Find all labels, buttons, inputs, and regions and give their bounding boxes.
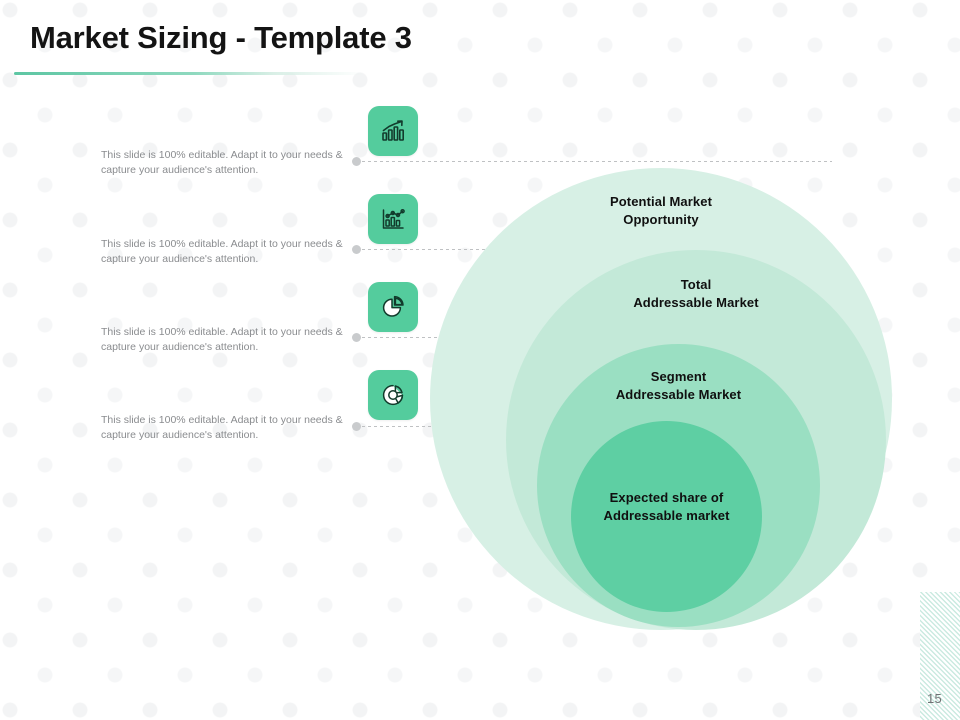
ring-expected-share-of-addressable-market: Expected share of Addressable market [571, 421, 762, 612]
connector-dash-1 [362, 161, 832, 162]
ring-label-1: Potential Market Opportunity [430, 193, 892, 229]
bar-chart-scatter-icon [379, 205, 407, 233]
icon-tile-1[interactable] [368, 106, 418, 156]
note-text-2: This slide is 100% editable. Adapt it to… [101, 238, 343, 265]
ring-label-3: Segment Addressable Market [537, 368, 820, 404]
connector-dot-4 [352, 422, 361, 431]
note-text-3: This slide is 100% editable. Adapt it to… [101, 326, 343, 353]
page-title: Market Sizing - Template 3 [30, 20, 412, 55]
ring-label-3-line2: Addressable Market [615, 387, 742, 402]
note-text-1: This slide is 100% editable. Adapt it to… [101, 149, 343, 176]
connector-dot-2 [352, 245, 361, 254]
title-block: Market Sizing - Template 3 [30, 18, 730, 58]
ring-label-4-line2: Addressable market [603, 508, 730, 523]
title-underline-rule [14, 72, 514, 75]
ring-label-2-line2: Addressable Market [633, 295, 759, 310]
icon-tile-3[interactable] [368, 282, 418, 332]
connector-dash-3 [362, 337, 832, 338]
bar-chart-growth-icon [379, 117, 407, 145]
pie-chart-exploded-icon [379, 293, 407, 321]
ring-label-2: Total Addressable Market [506, 276, 886, 312]
ring-label-1-line2: Opportunity [623, 212, 699, 227]
icon-tile-4[interactable] [368, 370, 418, 420]
page-number: 15 [926, 691, 942, 706]
connector-line-2 [352, 245, 832, 254]
ring-total-addressable-market: Total Addressable Market [506, 250, 886, 630]
ring-segment-addressable-market: Segment Addressable Market [537, 344, 820, 627]
ring-label-1-line1: Potential Market [609, 194, 712, 209]
icon-tile-2[interactable] [368, 194, 418, 244]
connector-line-1 [352, 157, 832, 166]
connector-dot-3 [352, 333, 361, 342]
ring-label-2-line1: Total [680, 277, 712, 292]
corner-stripe-decoration [920, 592, 960, 720]
ring-label-3-line1: Segment [650, 369, 707, 384]
connector-dash-2 [362, 249, 832, 250]
connector-line-4 [352, 422, 832, 431]
connector-dash-4 [362, 426, 832, 427]
donut-chart-icon [379, 381, 407, 409]
note-text-4: This slide is 100% editable. Adapt it to… [101, 414, 343, 441]
ring-label-4-line1: Expected share of [609, 490, 724, 505]
ring-potential-market-opportunity: Potential Market Opportunity [430, 168, 892, 630]
connector-line-3 [352, 333, 832, 342]
connector-dot-1 [352, 157, 361, 166]
ring-label-4: Expected share of Addressable market [571, 489, 762, 525]
